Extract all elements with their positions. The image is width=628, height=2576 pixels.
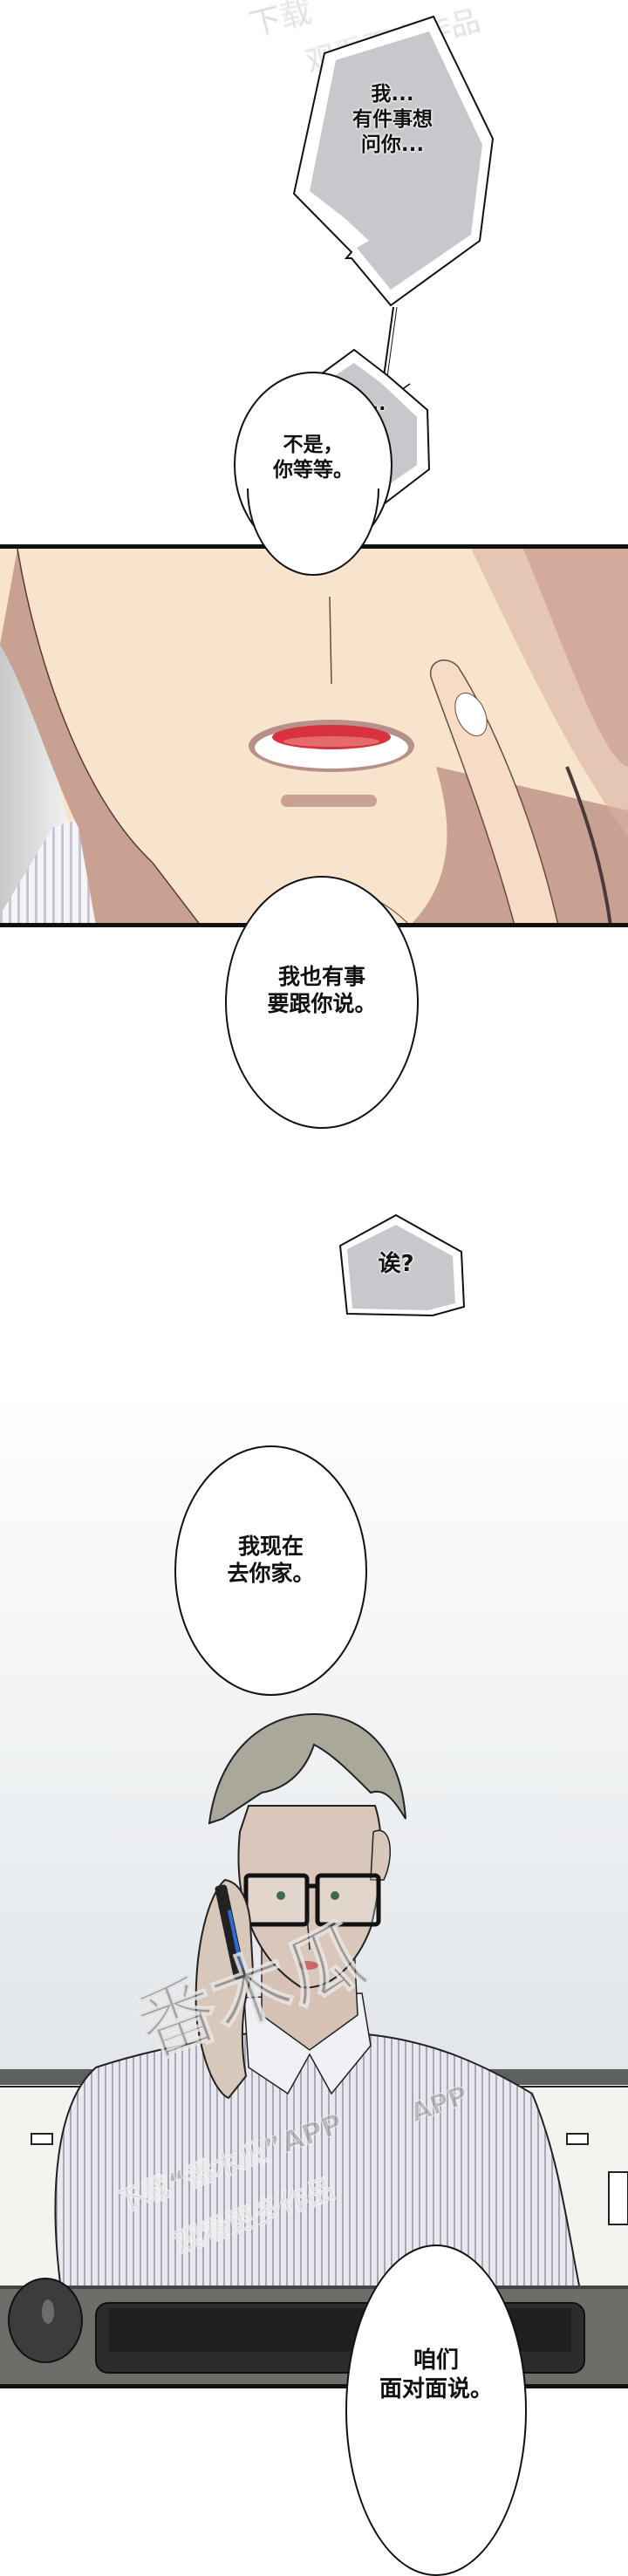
speech-bubble-5-text: 诶? xyxy=(378,1251,414,1277)
face-closeup-illustration xyxy=(0,549,628,926)
speech-bubble-6: 我现在 去你家。 xyxy=(174,1445,367,1696)
speech-bubble-4: 我也有事 要跟你说。 xyxy=(225,876,419,1129)
speech-bubble-5: 诶? xyxy=(337,1213,468,1317)
panel-2-bottom-border xyxy=(0,2384,628,2388)
hexagon-bubble-shape xyxy=(292,15,495,307)
speech-bubble-3-text: 不是， 你等等。 xyxy=(273,434,353,482)
panel-face-closeup xyxy=(0,549,628,926)
speech-bubble-4-text: 我也有事 要跟你说。 xyxy=(267,964,377,1017)
speech-bubble-1-text: 我... 有件事想 问你... xyxy=(352,83,433,156)
hexagon-bubble-shape xyxy=(338,1213,466,1317)
speech-bubble-7-text: 咱们 面对面说。 xyxy=(379,2347,493,2402)
speech-bubble-6-text: 我现在 去你家。 xyxy=(227,1534,315,1587)
speech-bubble-7: 咱们 面对面说。 xyxy=(345,2245,527,2576)
speech-bubble-1: 我... 有件事想 问你... xyxy=(292,12,495,309)
